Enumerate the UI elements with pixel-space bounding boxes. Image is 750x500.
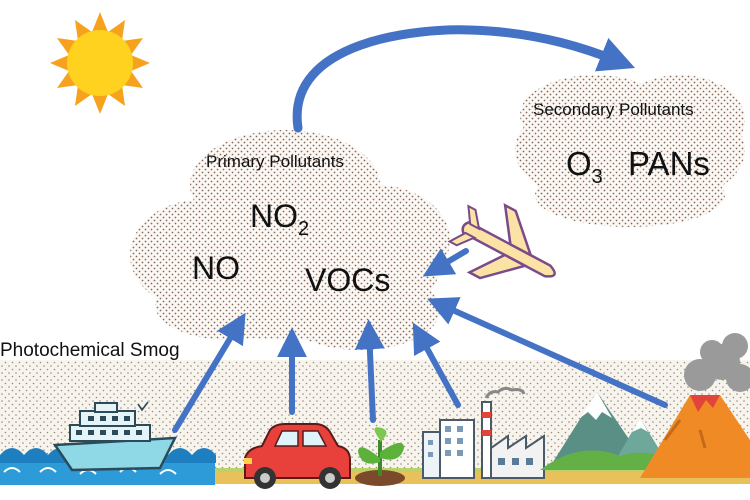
o3-base: O [566,145,592,182]
no2-subscript: 2 [298,218,310,240]
primary-pollutants-title: Primary Pollutants [206,152,344,171]
plant-emission-arrow [354,319,385,423]
volcano-emission-arrow [427,297,668,408]
sun-icon [50,12,150,114]
volcano-icon [640,333,750,478]
no2-base: NO [250,198,298,234]
plant-icon [355,427,405,486]
o3-subscript: 3 [591,166,603,188]
ship-emission-arrow [172,312,246,433]
secondary-pollutants-title: Secondary Pollutants [533,100,694,119]
emission-arrows [172,248,668,433]
car-icon [244,423,351,489]
factory-emission-arrow [412,322,461,408]
o3-label: O3 [566,145,603,189]
photochemical-smog-label: Photochemical Smog [0,340,180,361]
airplane-icon [447,203,556,280]
no2-label: NO2 [250,198,309,241]
no-label: NO [192,250,240,286]
conversion-arrow [292,25,636,133]
secondary-pollutant-cloud [515,75,745,227]
factory-icon [422,386,545,479]
ship-icon [52,401,178,472]
pans-label: PANs [628,145,710,182]
vocs-label: VOCs [305,262,391,298]
airplane-emission-arrow [422,248,469,277]
primary-pollutant-cloud [130,130,450,350]
